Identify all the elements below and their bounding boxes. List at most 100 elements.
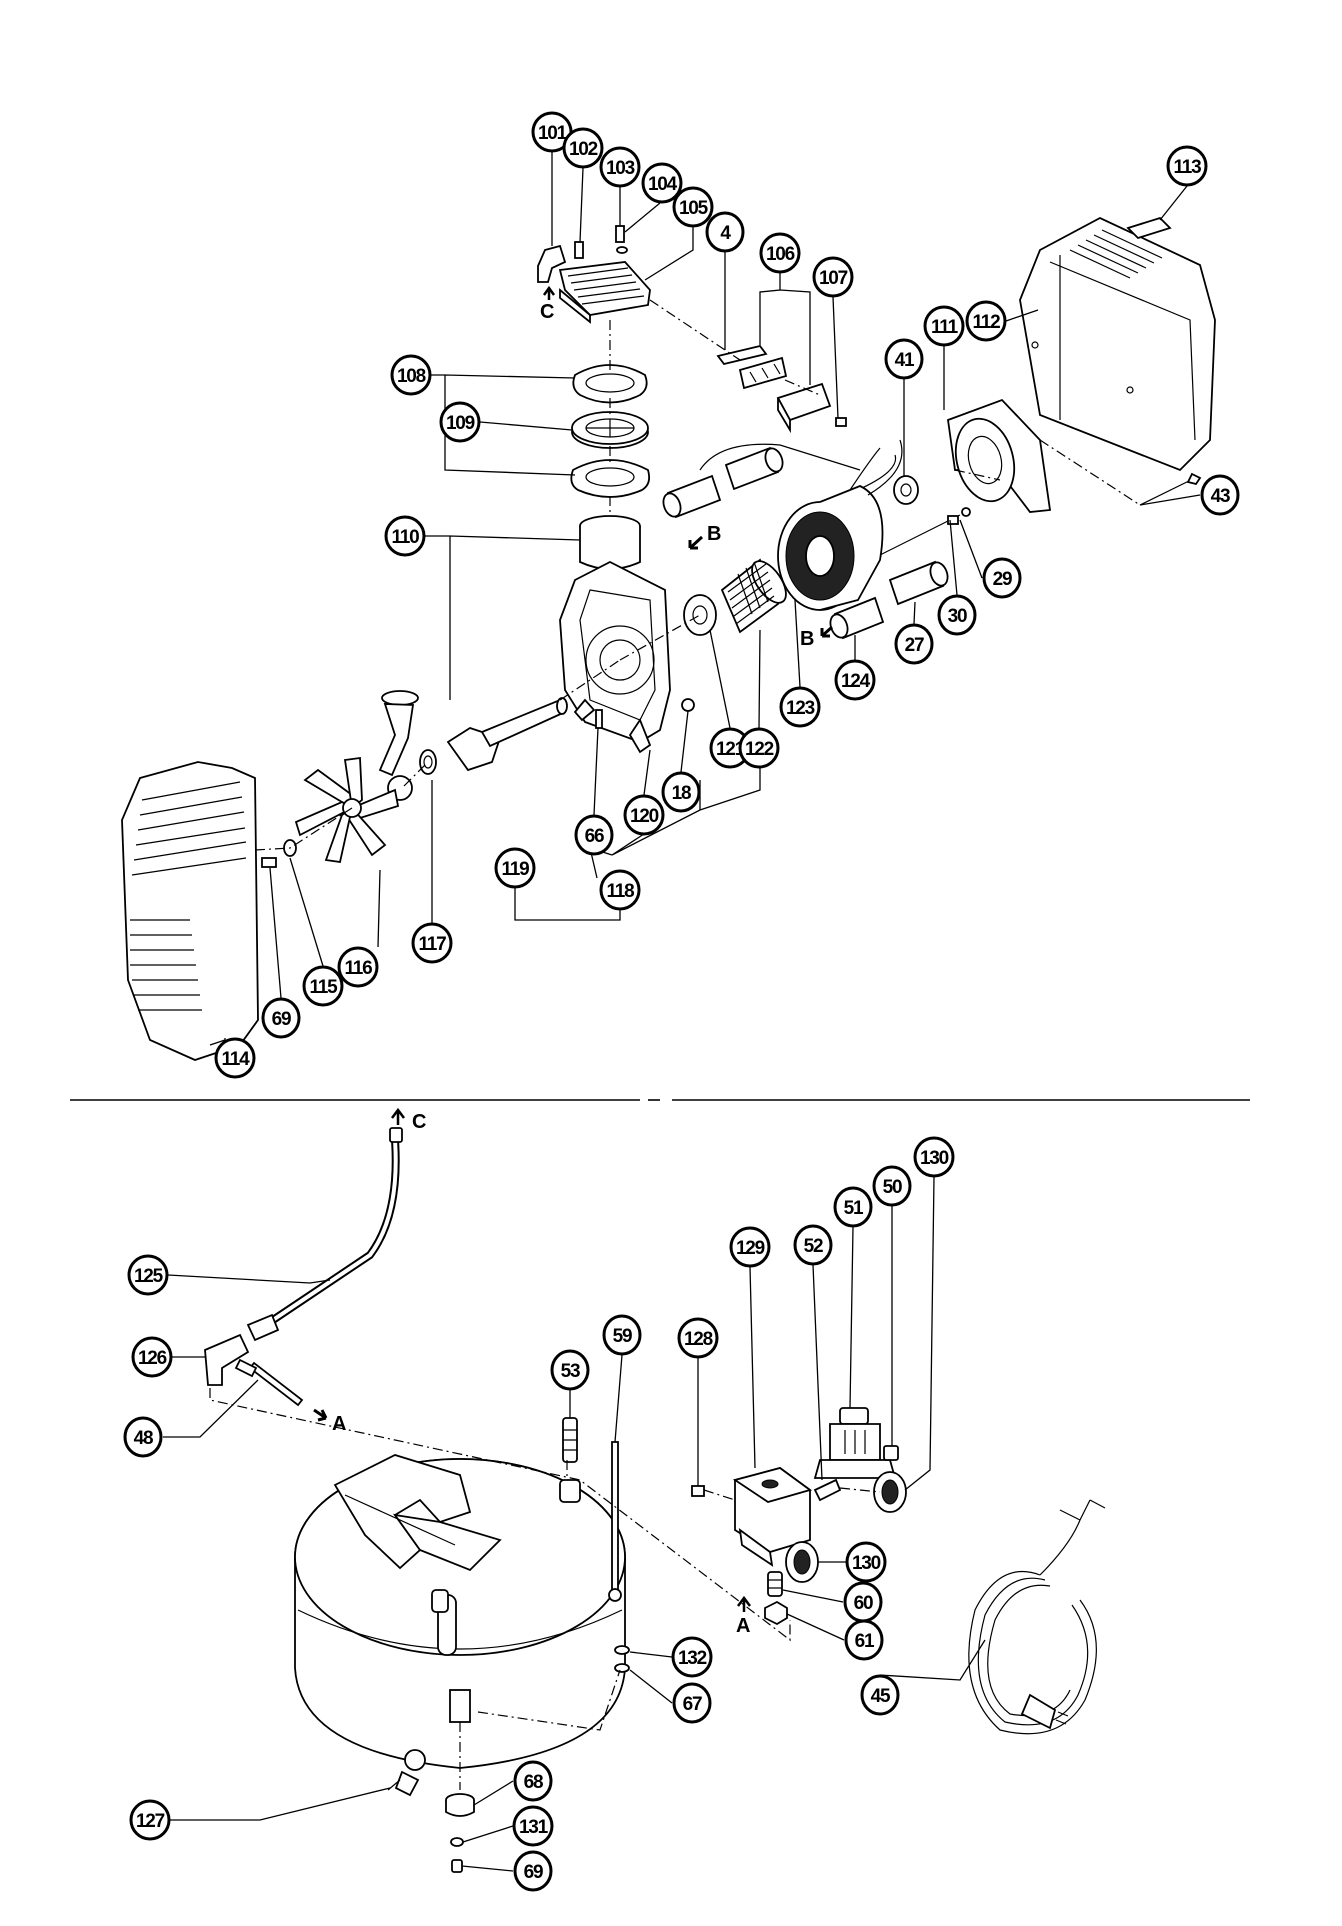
- callout-112: 112: [965, 300, 1007, 342]
- callout-66: 66: [574, 814, 614, 856]
- tee-fitting-part: [204, 1333, 250, 1386]
- arrow-a-hose-text: A: [332, 1413, 346, 1435]
- callout-60: 60: [843, 1581, 883, 1623]
- callout-ring: [1166, 145, 1208, 187]
- callout-number: 128: [684, 1329, 713, 1350]
- callout-ring: [411, 922, 453, 964]
- callout-number: 122: [745, 739, 774, 760]
- callout-ring: [129, 1799, 171, 1841]
- callout-18: 18: [661, 771, 701, 813]
- callout-51: 51: [833, 1186, 873, 1228]
- callout-69a: 69: [261, 997, 301, 1039]
- motor-bearing-part: [893, 475, 919, 505]
- motor-rotor-part: [720, 558, 787, 634]
- callout-ring: [641, 162, 683, 204]
- callout-number: 103: [606, 158, 635, 179]
- callout-labels: 1011021031041054106107113112111414310810…: [123, 111, 1240, 1892]
- callout-ring: [599, 869, 641, 911]
- arrow-b-lower: B: [800, 625, 834, 650]
- switch-screw-part: [691, 1485, 705, 1497]
- callout-131: 131: [512, 1805, 554, 1847]
- switch-fitting-part: [767, 1571, 783, 1597]
- callout-ring: [705, 211, 745, 253]
- callout-ring: [1200, 474, 1240, 516]
- head-screws-part: [574, 225, 628, 259]
- regulator-plug-part: [883, 1445, 899, 1461]
- arrow-c-top-text: C: [540, 301, 554, 323]
- callout-ring: [982, 557, 1022, 599]
- cylinder-head-part: [558, 261, 651, 324]
- tank-label-part: [449, 1689, 471, 1723]
- callout-109: 109: [439, 401, 481, 443]
- callout-number: 59: [613, 1326, 632, 1347]
- callout-ring: [439, 401, 481, 443]
- callout-number: 108: [397, 366, 426, 387]
- callout-number: 102: [569, 139, 598, 160]
- regulator-part: [813, 1407, 897, 1479]
- callout-number: 105: [679, 198, 709, 219]
- callout-number: 104: [648, 174, 678, 195]
- callout-number: 51: [844, 1198, 864, 1219]
- callout-ring: [123, 1416, 163, 1458]
- callout-number: 110: [391, 527, 419, 548]
- arrow-b-lower-text: B: [800, 628, 814, 650]
- check-valve-rod-part: [608, 1441, 622, 1602]
- arrow-a-hose: A: [313, 1408, 346, 1435]
- frame-nut-part: [681, 698, 695, 712]
- callout-118: 118: [599, 869, 641, 911]
- hose-part: [234, 1358, 304, 1407]
- callout-ring: [779, 686, 821, 728]
- pressure-switch-part: [732, 1467, 813, 1567]
- fan-bearing-part: [419, 749, 437, 775]
- rubber-foot-part: [445, 1793, 475, 1817]
- gasket-upper-part: [572, 364, 648, 404]
- callout-number: 109: [446, 413, 475, 434]
- tank-post-right-part: [431, 1479, 581, 1613]
- callout-61: 61: [844, 1619, 884, 1661]
- shroud-screw-part: [261, 857, 277, 868]
- switch-nut-part: [764, 1600, 788, 1626]
- callout-ring: [759, 232, 801, 274]
- callout-126: 126: [131, 1336, 173, 1378]
- callout-number: 101: [538, 123, 568, 144]
- callout-ring: [965, 300, 1007, 342]
- fan-shroud-part: [121, 761, 259, 1061]
- tank-handle-part: [333, 1454, 502, 1572]
- callout-105: 105: [672, 186, 714, 228]
- callout-67: 67: [672, 1682, 712, 1724]
- callout-110: 110: [384, 515, 426, 557]
- callout-number: 30: [948, 606, 967, 627]
- brush-holder-upper-part: [724, 446, 784, 491]
- callout-48: 48: [123, 1416, 163, 1458]
- callout-129: 129: [729, 1226, 771, 1268]
- callout-number: 132: [678, 1648, 707, 1669]
- motor-stator-part: [699, 439, 961, 611]
- callout-number: 48: [134, 1428, 153, 1449]
- callout-ring: [793, 1224, 833, 1266]
- nipple-part: [562, 1417, 578, 1463]
- callout-45: 45: [860, 1674, 900, 1716]
- callout-111: 111: [923, 305, 965, 347]
- callout-ring: [390, 354, 432, 396]
- tank-washer-67-part: [614, 1663, 630, 1673]
- callout-ring: [562, 127, 604, 169]
- power-cord-part: [968, 1499, 1106, 1735]
- callout-27: 27: [894, 623, 934, 665]
- callout-ring: [513, 1760, 553, 1802]
- callout-ring: [494, 847, 536, 889]
- callout-number: 43: [1211, 486, 1230, 507]
- callout-120: 120: [623, 794, 665, 836]
- callout-41: 41: [884, 338, 924, 380]
- terminal-block-part: [776, 382, 847, 434]
- callout-ring: [812, 256, 854, 298]
- brush-holder-lower-part: [888, 560, 949, 606]
- motor-cover-part: [1019, 216, 1216, 472]
- cylinder-sleeve-part: [579, 515, 641, 570]
- callout-ring: [937, 594, 977, 636]
- callout-number: 66: [585, 826, 604, 847]
- callout-ring: [834, 659, 876, 701]
- callout-106: 106: [759, 232, 801, 274]
- brush-cap-upper-part: [662, 474, 722, 519]
- callout-114: 114: [214, 1037, 256, 1079]
